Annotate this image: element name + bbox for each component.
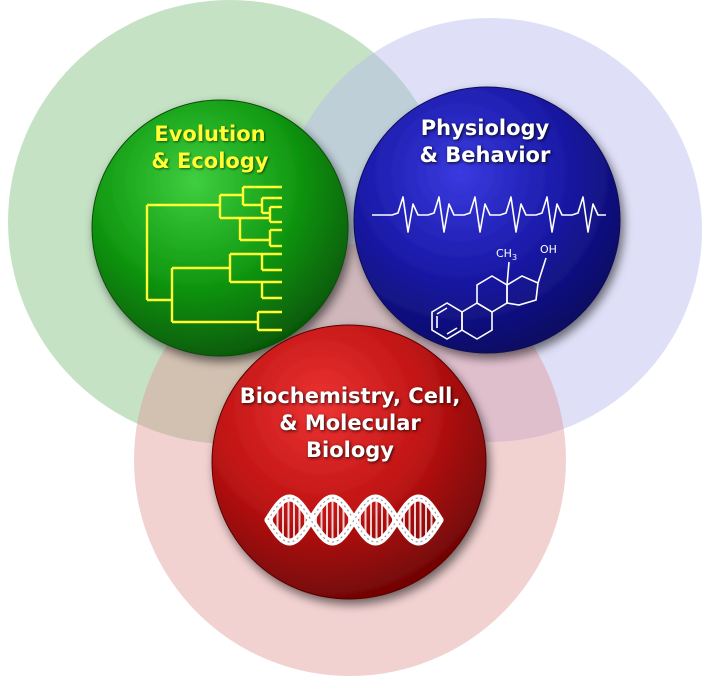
physiology-title-line-1: Physiology	[420, 116, 550, 140]
biochem-circle	[211, 324, 487, 600]
steroid-molecule-icon	[431, 257, 547, 340]
dna-helix-icon	[264, 494, 444, 546]
evolution-circle	[91, 99, 349, 357]
biochem-title-line-1: Biochemistry, Cell,	[239, 384, 461, 408]
physiology-behavior-title: Physiology & Behavior	[400, 115, 570, 169]
biochem-cell-molecular-title: Biochemistry, Cell, & Molecular Biology	[205, 383, 495, 464]
physiology-title-line-2: & Behavior	[419, 142, 551, 167]
methyl-label: CH3	[496, 247, 517, 262]
biochem-title-line-2: & Molecular	[279, 410, 421, 435]
evolution-ecology-title: Evolution & Ecology	[125, 121, 295, 175]
hydroxyl-label: OH	[540, 243, 557, 256]
ecg-waveform-icon	[372, 196, 606, 233]
phylogenetic-tree-icon	[145, 185, 282, 332]
physiology-circle	[353, 86, 621, 354]
evolution-title-line-1: Evolution	[154, 122, 266, 146]
evolution-title-line-2: & Ecology	[151, 148, 269, 173]
biochem-title-line-3: Biology	[306, 437, 394, 462]
dna-strand-2	[264, 494, 444, 546]
